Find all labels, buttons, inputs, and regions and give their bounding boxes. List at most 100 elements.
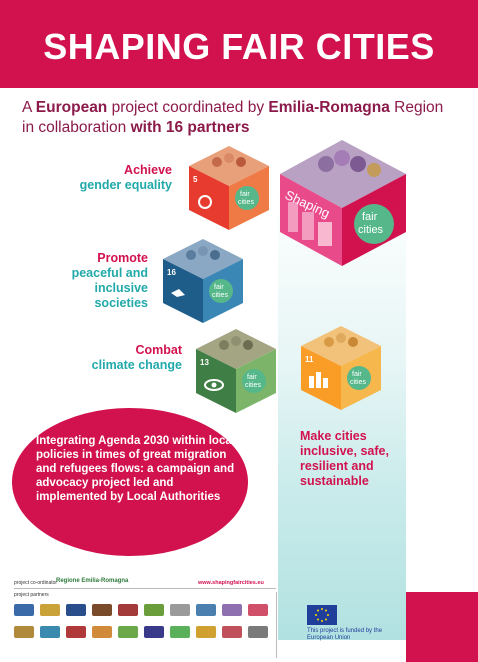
subtitle-text: in collaboration xyxy=(22,119,131,136)
subtitle: A European project coordinated by Emilia… xyxy=(22,98,462,138)
coordinator-logo: Regione Emilia-Romagna xyxy=(56,578,129,584)
footer-divider-vertical xyxy=(276,592,277,658)
eye-icon xyxy=(204,379,224,391)
building-icon xyxy=(302,212,314,240)
poster-title: SHAPING FAIR CITIES xyxy=(43,26,435,67)
building-icon xyxy=(288,202,298,232)
people-icon xyxy=(348,337,358,347)
subtitle-partners: with 16 partners xyxy=(130,119,250,136)
sdg-number: 11 xyxy=(305,355,314,364)
goal-title: Combat xyxy=(135,343,182,357)
website-link[interactable]: www.shapingfaircities.eu xyxy=(198,580,264,586)
eye-pupil xyxy=(211,382,217,388)
cube-fair-text: fair xyxy=(247,374,257,381)
people-icon xyxy=(324,337,334,347)
people-icon xyxy=(243,340,253,350)
cube-fair-text: fair xyxy=(362,211,378,223)
goal-subtitle: peaceful and xyxy=(71,266,148,280)
people-icon xyxy=(186,250,196,260)
cube-shaping-fair-cities: Shaping fair cities xyxy=(280,140,406,266)
cube-fair-text: fair xyxy=(240,191,250,198)
tree-icon xyxy=(235,186,259,210)
people-icon xyxy=(224,153,234,163)
sdg-number: 5 xyxy=(193,175,198,184)
subtitle-text: Region xyxy=(389,99,444,116)
partner-logo xyxy=(118,604,138,616)
cube-fair-text: fair xyxy=(214,284,224,291)
building-icon xyxy=(309,376,314,388)
eu-flag-icon xyxy=(307,605,337,625)
people-icon xyxy=(367,163,381,177)
partner-logo xyxy=(92,626,112,638)
partner-logo xyxy=(222,626,242,638)
building-icon xyxy=(323,378,328,388)
cube-climate: 13 fair cities xyxy=(196,329,276,413)
people-icon xyxy=(198,246,208,256)
partner-logo xyxy=(14,626,34,638)
cube-cities-text: cities xyxy=(245,382,261,389)
partner-logo xyxy=(118,626,138,638)
subtitle-region: Emilia-Romagna xyxy=(268,99,390,116)
subtitle-text: project coordinated by xyxy=(107,99,269,116)
partner-logo xyxy=(196,626,216,638)
sdg-number: 16 xyxy=(167,268,176,277)
people-icon xyxy=(210,250,220,260)
goal-label-gender: Achieve gender equality xyxy=(50,163,172,193)
goal-subtitle: inclusive societies xyxy=(94,281,148,310)
people-icon xyxy=(212,157,222,167)
campaign-circle xyxy=(12,408,248,556)
partner-logo xyxy=(222,604,242,616)
dove-icon xyxy=(171,289,185,297)
people-icon xyxy=(336,333,346,343)
header-band xyxy=(0,0,478,88)
cube-gender-equality: 5 fair cities xyxy=(189,146,269,230)
people-icon xyxy=(231,336,241,346)
partner-logo xyxy=(14,604,34,616)
tree-icon xyxy=(347,366,371,390)
house-icon xyxy=(318,222,332,246)
goal-title: Achieve xyxy=(124,163,172,177)
partner-logo xyxy=(66,626,86,638)
corner-block xyxy=(406,592,478,662)
building-icon xyxy=(316,372,321,388)
partners-label: project partners xyxy=(14,592,49,598)
cube-peace: 16 fair cities xyxy=(163,239,243,323)
goal-subtitle: climate change xyxy=(91,358,182,372)
campaign-text: Integrating Agenda 2030 within local pol… xyxy=(36,435,235,503)
partner-logo xyxy=(40,626,60,638)
gender-symbol-icon xyxy=(198,195,212,209)
partner-logo xyxy=(248,626,268,638)
people-icon xyxy=(334,150,350,166)
partner-logo xyxy=(248,604,268,616)
partner-logos xyxy=(14,600,274,656)
cube-cities-text: cities xyxy=(358,224,384,236)
tree-icon xyxy=(354,204,394,244)
goal-label-peace: Promote peaceful and inclusive societies xyxy=(40,251,148,311)
tree-icon xyxy=(209,279,233,303)
footer-divider xyxy=(14,588,276,589)
people-icon xyxy=(350,156,366,172)
people-icon xyxy=(236,157,246,167)
subtitle-european: European xyxy=(35,99,108,116)
people-icon xyxy=(219,340,229,350)
cube-cities-text: cities xyxy=(212,292,228,299)
cube-top xyxy=(280,140,406,208)
eu-funding-text: This project is funded by the European U… xyxy=(307,628,383,641)
cube-fair-text: fair xyxy=(352,371,362,378)
partner-logo xyxy=(144,604,164,616)
cube-sustainable-cities: 11 fair cities xyxy=(301,326,381,410)
partner-logo xyxy=(40,604,60,616)
cube-cities-text: cities xyxy=(350,379,366,386)
coordinator-label: project co-ordinator xyxy=(14,580,58,586)
partner-logo xyxy=(170,604,190,616)
goal-subtitle: gender equality xyxy=(79,178,172,192)
partner-logo xyxy=(170,626,190,638)
cube-cities-text: cities xyxy=(238,199,254,206)
cube-left xyxy=(163,259,203,323)
subtitle-text: A xyxy=(22,99,36,116)
partner-logo xyxy=(144,626,164,638)
partner-logo xyxy=(92,604,112,616)
partner-logo xyxy=(66,604,86,616)
tree-icon xyxy=(242,369,266,393)
